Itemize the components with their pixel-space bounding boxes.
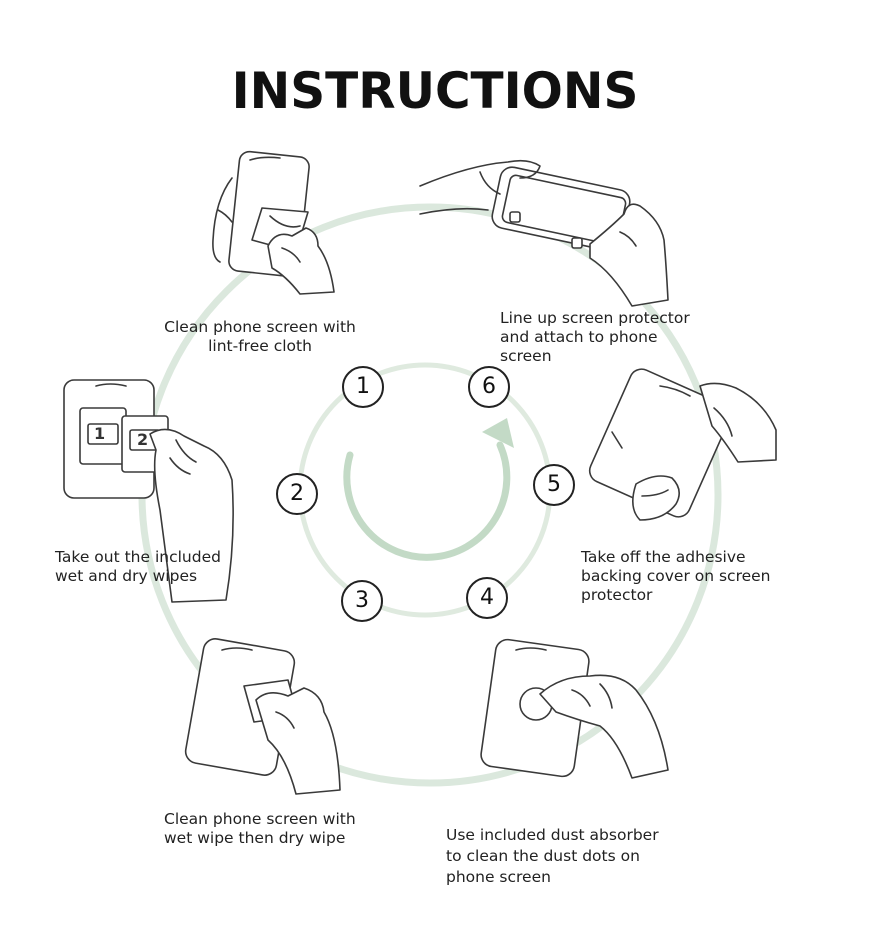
step5-caption: Take off the adhesive backing cover on s… bbox=[581, 548, 771, 605]
cycle-arrow bbox=[343, 441, 511, 561]
cycle-arrowhead bbox=[482, 418, 514, 448]
caption-line: Take out the included bbox=[55, 548, 221, 566]
caption-line: wet and dry wipes bbox=[55, 567, 198, 585]
caption-line: lint-free cloth bbox=[208, 337, 312, 355]
caption-line: Clean phone screen with bbox=[164, 318, 356, 336]
caption-line: screen bbox=[500, 347, 552, 365]
step2-caption: Take out the included wet and dry wipes bbox=[55, 548, 221, 586]
wipe-label-1: 1 bbox=[94, 424, 106, 443]
caption-line: Use included dust absorber bbox=[446, 826, 659, 844]
step-number-1: 1 bbox=[342, 366, 384, 408]
step4-caption: Use included dust absorber to clean the … bbox=[446, 825, 659, 888]
wipe-label-2: 2 bbox=[137, 430, 149, 449]
caption-line: Take off the adhesive bbox=[581, 548, 746, 566]
caption-line: phone screen bbox=[446, 868, 551, 886]
page-title: INSTRUCTIONS bbox=[231, 62, 639, 120]
step-number-2: 2 bbox=[276, 473, 318, 515]
caption-line: Clean phone screen with bbox=[164, 810, 356, 828]
step6-caption: Line up screen protector and attach to p… bbox=[500, 309, 690, 366]
step4-illustration bbox=[480, 638, 669, 779]
step1-illustration bbox=[212, 150, 335, 295]
step3-caption: Clean phone screen with wet wipe then dr… bbox=[164, 810, 356, 848]
step-number-5: 5 bbox=[533, 464, 575, 506]
inner-ring bbox=[297, 362, 553, 618]
caption-line: wet wipe then dry wipe bbox=[164, 829, 346, 847]
step6-illustration bbox=[419, 159, 669, 307]
step2-illustration bbox=[63, 379, 234, 603]
caption-line: Line up screen protector bbox=[500, 309, 690, 327]
caption-line: backing cover on screen bbox=[581, 567, 771, 585]
caption-line: to clean the dust dots on bbox=[446, 847, 640, 865]
step1-caption: Clean phone screen with lint-free cloth bbox=[160, 318, 360, 356]
step-number-6: 6 bbox=[468, 366, 510, 408]
step-number-4: 4 bbox=[466, 577, 508, 619]
step-number-3: 3 bbox=[341, 580, 383, 622]
step5-illustration bbox=[588, 368, 777, 521]
caption-line: protector bbox=[581, 586, 653, 604]
step3-illustration bbox=[184, 638, 341, 795]
caption-line: and attach to phone bbox=[500, 328, 658, 346]
